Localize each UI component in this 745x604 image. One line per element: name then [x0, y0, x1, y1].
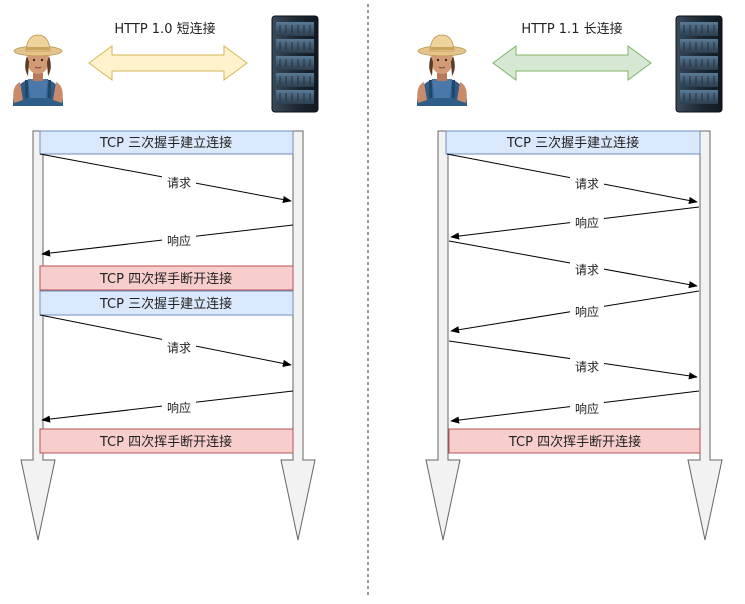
left-panel: HTTP 1.0 短连接 TCP 三次握手建立连接 TCP 四次挥手断开连接 T… [12, 15, 319, 541]
right-response-label-3: 响应 [575, 401, 599, 416]
right-request-label-3: 请求 [575, 360, 599, 374]
left-request-label-1: 请求 [167, 176, 191, 190]
server-rack-icon [675, 15, 723, 113]
server-lifeline [687, 130, 723, 541]
left-connect-label-1: TCP 三次握手建立连接 [99, 135, 232, 151]
left-response-label-2: 响应 [167, 400, 191, 415]
right-title: HTTP 1.1 长连接 [521, 21, 622, 37]
left-response-label-1: 响应 [167, 233, 191, 248]
right-double-arrow [492, 45, 652, 81]
right-request-label-2: 请求 [575, 263, 599, 277]
left-title: HTTP 1.0 短连接 [114, 21, 215, 37]
right-close-box [448, 428, 701, 454]
left-double-arrow [88, 45, 248, 81]
left-connect-box-1 [39, 130, 294, 155]
client-lifeline [20, 130, 56, 541]
left-close-box-2 [39, 428, 294, 454]
left-connect-box-2 [39, 290, 294, 316]
left-connect-label-2: TCP 三次握手建立连接 [99, 296, 232, 312]
left-request-label-2: 请求 [167, 341, 191, 355]
server-rack-icon [271, 15, 319, 113]
left-close-label-1: TCP 四次挥手断开连接 [99, 271, 232, 287]
right-panel: HTTP 1.1 长连接 TCP 三次握手建立连接 TCP 四次挥手断开连接 请… [416, 15, 723, 541]
right-response-label-1: 响应 [575, 215, 599, 230]
left-close-label-2: TCP 四次挥手断开连接 [99, 434, 232, 450]
right-close-label: TCP 四次挥手断开连接 [508, 434, 641, 450]
right-response-label-2: 响应 [575, 304, 599, 319]
farmer-person-icon [12, 34, 64, 107]
right-connect-box [445, 130, 701, 155]
client-lifeline [425, 130, 461, 541]
server-lifeline [280, 130, 316, 541]
left-close-box-1 [39, 265, 294, 291]
farmer-person-icon [416, 34, 468, 107]
right-connect-label: TCP 三次握手建立连接 [506, 135, 639, 151]
right-request-label-1: 请求 [575, 177, 599, 191]
